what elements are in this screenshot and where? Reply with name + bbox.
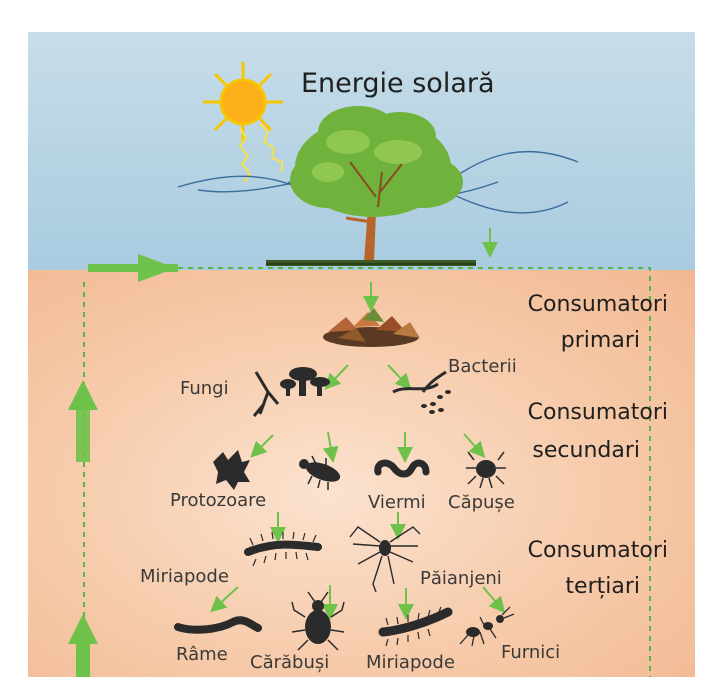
diagram-graphics (68, 62, 651, 677)
label-worms: Viermi (368, 492, 426, 513)
category-tertiary-line2: terțiari (565, 574, 640, 599)
sunlight-rays (238, 123, 283, 183)
label-fungi: Fungi (180, 378, 229, 399)
upward-arrow-bottom (68, 614, 98, 677)
category-secondary-line1: Consumatori (527, 400, 668, 425)
millipede-icon-1 (244, 531, 322, 567)
tree-icon (266, 106, 476, 266)
flow-arrows (210, 228, 506, 620)
label-ticks: Căpușe (448, 492, 515, 513)
worm-icon (374, 459, 430, 478)
category-secondary-line2: secundari (532, 438, 640, 463)
label-beetles: Cărăbuși (250, 652, 330, 673)
protozoa-icon (213, 450, 250, 490)
fungi-icon (252, 367, 330, 417)
tick-icon (466, 451, 506, 489)
sun-icon (203, 62, 283, 142)
leaf-litter-icon (323, 308, 420, 347)
label-millipedes-1: Miriapode (140, 566, 229, 587)
beetle-icon (291, 591, 345, 651)
bacteria-icon (392, 370, 451, 414)
energy-input-arrow (88, 254, 178, 282)
upward-arrow-top (68, 380, 98, 462)
page-title: Energie solară (301, 68, 495, 99)
label-spiders: Păianjeni (420, 568, 502, 589)
larva-icon (299, 455, 341, 490)
label-protozoa: Protozoare (170, 490, 267, 511)
category-primary-line1: Consumatori (527, 292, 668, 317)
category-primary-line2: primari (560, 328, 640, 353)
label-earthworms: Râme (176, 644, 228, 665)
label-millipedes-2: Miriapode (366, 652, 455, 673)
category-tertiary-line1: Consumatori (527, 538, 668, 563)
ant-icon (459, 606, 515, 647)
spider-icon (349, 526, 421, 593)
soil-food-web-diagram: Energie solară Consumatori primari Consu… (28, 32, 695, 677)
label-bacteria: Bacterii (448, 356, 517, 377)
label-ants: Furnici (501, 642, 561, 663)
millipede-icon-2 (378, 606, 453, 647)
earthworm-icon (174, 616, 262, 634)
cycle-dashed-lines (83, 267, 651, 677)
